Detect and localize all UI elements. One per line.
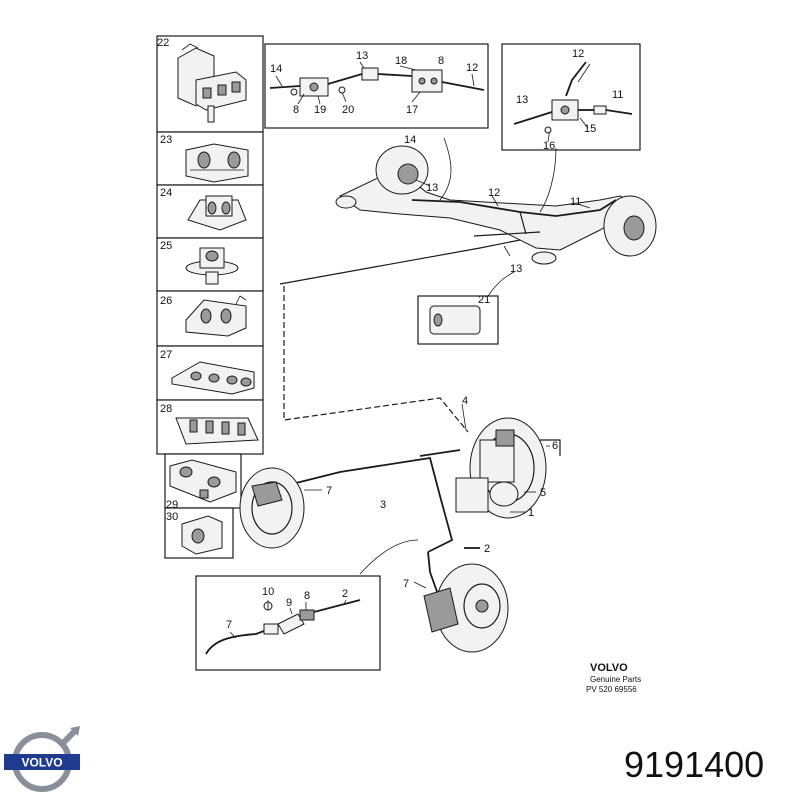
callout-top-19: 19 — [314, 104, 326, 116]
callout-line-3: 3 — [380, 499, 386, 511]
callout-servo-1: 1 — [528, 507, 534, 519]
callout-top-20: 20 — [342, 104, 354, 116]
callout-bot-7: 7 — [226, 619, 232, 631]
clip-25-drawing — [185, 247, 239, 285]
stamp-pv-number: PV 520 69556 — [586, 685, 637, 694]
callout-top-13: 13 — [356, 50, 368, 62]
detail-box-top: 13 14 18 8 12 8 19 20 17 — [264, 43, 489, 129]
clip-28-drawing — [175, 417, 259, 445]
callout-bot-8: 8 — [304, 590, 310, 602]
callout-22: 22 — [157, 37, 169, 49]
stamp-genuine-label: Genuine Parts — [590, 675, 641, 684]
clip-23-drawing — [185, 143, 249, 183]
clip-column: 22 23 24 25 26 27 28 29 30 — [156, 35, 264, 559]
front-right-line: 2 — [427, 543, 490, 601]
callout-23: 23 — [160, 134, 172, 146]
master-cylinder-servo: 6 5 1 — [455, 417, 561, 519]
clip-27-drawing — [171, 361, 255, 395]
callout-27: 27 — [160, 349, 172, 361]
clip-29-drawing — [169, 459, 237, 503]
callout-servo-5: 5 — [540, 487, 546, 499]
callout-bot-10: 10 — [262, 586, 274, 598]
callout-line-4: 4 — [462, 395, 468, 407]
callout-right-16: 16 — [543, 140, 555, 152]
callout-right-11: 11 — [612, 89, 623, 101]
callout-top-8a: 8 — [438, 55, 444, 67]
genuine-parts-stamp: VOLVO Genuine Parts PV 520 69556 — [586, 662, 641, 694]
stamp-maker: VOLVO — [590, 662, 628, 674]
clip-22-drawing — [177, 43, 247, 123]
callout-axle-13a: 13 — [426, 182, 438, 194]
callout-right-12: 12 — [572, 48, 584, 60]
clip-26-drawing — [185, 295, 247, 337]
logo-word: VOLVO — [21, 756, 62, 770]
callout-top-17: 17 — [406, 104, 418, 116]
detail-box-bottom: 10 8 2 9 7 — [195, 539, 419, 671]
callout-fr-7: 7 — [403, 578, 409, 590]
callout-axle-12: 12 — [488, 187, 500, 199]
callout-axle-11: 11 — [570, 196, 581, 208]
detail-box-right: 12 13 11 15 16 — [501, 43, 641, 152]
callout-top-14: 14 — [270, 63, 282, 75]
part-number: 9191400 — [624, 744, 764, 785]
callout-26: 26 — [160, 295, 172, 307]
callout-25: 25 — [160, 240, 172, 252]
callout-24: 24 — [160, 187, 172, 199]
callout-fl-7: 7 — [326, 485, 332, 497]
callout-line-2: 2 — [484, 543, 490, 555]
front-right-disc: 7 — [403, 563, 509, 653]
callout-top-18: 18 — [395, 55, 407, 67]
brake-line-routing: 4 3 — [283, 286, 469, 553]
clip-30-drawing — [181, 515, 223, 555]
callout-axle-13b: 13 — [510, 263, 522, 275]
callout-top-8b: 8 — [293, 104, 299, 116]
callout-28: 28 — [160, 403, 172, 415]
volvo-logo: VOLVO — [4, 726, 80, 792]
front-left-disc: 7 — [239, 467, 332, 549]
callout-right-15: 15 — [584, 123, 596, 135]
callout-21: 21 — [478, 294, 490, 306]
callout-bot-9: 9 — [286, 597, 292, 609]
callout-bot-2: 2 — [342, 588, 348, 600]
callout-29: 29 — [166, 499, 178, 511]
callout-servo-6: 6 — [552, 440, 558, 452]
detail-box-21: 21 — [417, 271, 515, 345]
callout-top-12: 12 — [466, 62, 478, 74]
callout-axle-14: 14 — [404, 134, 416, 146]
rear-axle-assembly: 14 13 12 11 13 — [279, 134, 657, 285]
callout-right-13: 13 — [516, 94, 528, 106]
callout-30: 30 — [166, 511, 178, 523]
clip-24-drawing — [187, 195, 247, 231]
